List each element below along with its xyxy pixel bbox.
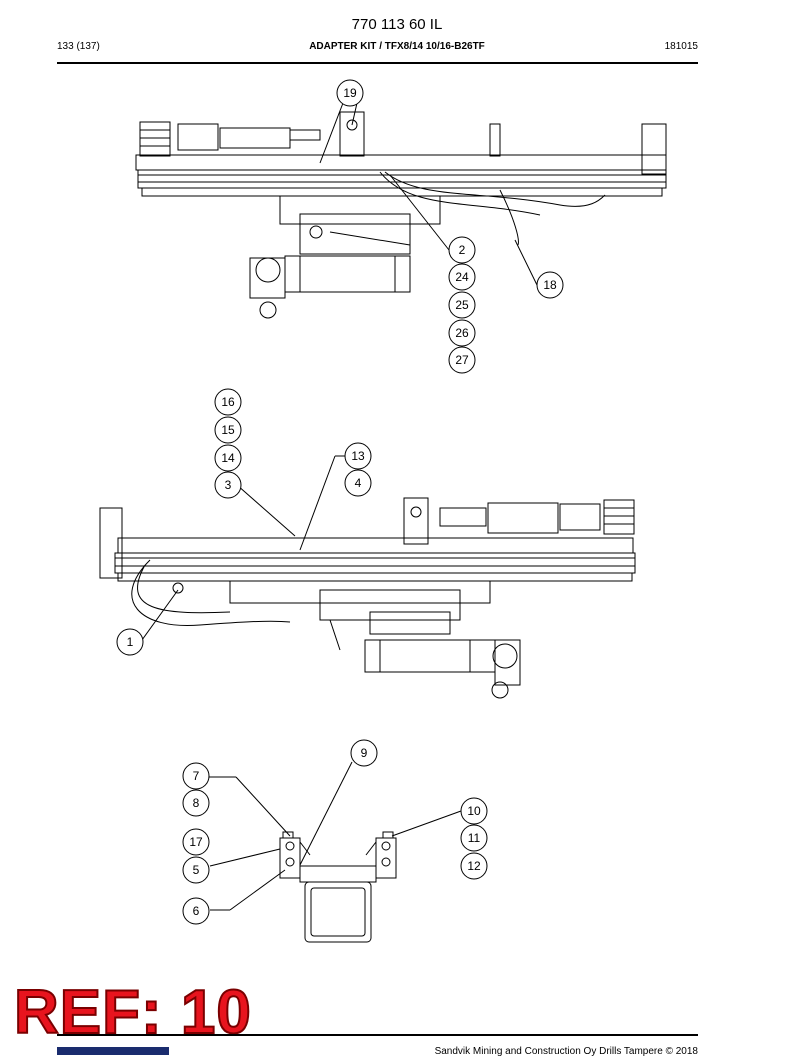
callout-19: 19 [343,86,357,100]
callout-7: 7 [193,769,200,783]
callout-17: 17 [189,835,203,849]
document-number: 770 113 60 IL [351,16,443,33]
callout-14: 14 [221,451,235,465]
callout-12: 12 [467,859,481,873]
page-title: ADAPTER KIT / TFX8/14 10/16-B26TF [309,41,485,52]
callout-25: 25 [455,298,469,312]
callout-15: 15 [221,423,235,437]
callout-26: 26 [455,326,469,340]
callout-24: 24 [455,270,469,284]
sandvik-logo [57,1047,169,1055]
callout-16: 16 [221,395,235,409]
callout-5: 5 [193,863,200,877]
leader-lines [141,102,538,911]
callout-4: 4 [355,476,362,490]
callout-13: 13 [351,449,365,463]
callout-8: 8 [193,796,200,810]
callout-2: 2 [459,243,466,257]
callout-group [116,79,564,925]
callout-11: 11 [468,831,481,845]
drawing-code: 181015 [664,41,698,52]
page-number: 133 (137) [57,41,100,52]
callout-10: 10 [467,804,481,818]
callout-6: 6 [193,904,200,918]
callout-18: 18 [543,278,557,292]
header-rule [57,62,698,64]
adapter-section-view [279,831,397,943]
callout-1: 1 [127,635,134,649]
footer-copyright: Sandvik Mining and Construction Oy Drill… [434,1046,698,1057]
reference-stamp: REF: 10 [13,978,252,1047]
callout-27: 27 [455,353,469,367]
feed-assembly-top-view [135,111,667,319]
callout-9: 9 [361,746,368,760]
callout-labels: 19 2 24 25 26 27 18 16 15 14 3 13 4 1 9 … [127,86,557,918]
feed-assembly-middle-view [99,497,636,699]
footer-rule [57,1034,698,1036]
callout-3: 3 [225,478,232,492]
